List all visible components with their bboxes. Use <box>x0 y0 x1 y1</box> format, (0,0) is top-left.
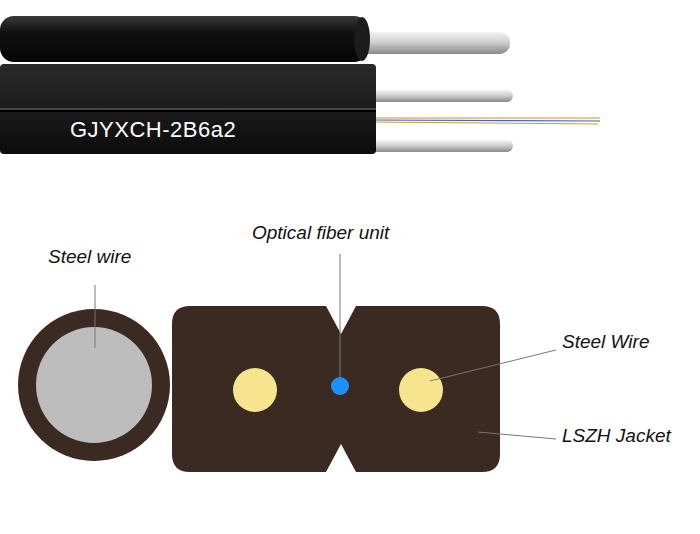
leader-line <box>430 350 556 381</box>
leader-line <box>478 432 556 439</box>
messenger-jacket <box>18 309 170 461</box>
fibre <box>372 117 600 118</box>
part-label: Steel Wire <box>562 331 649 354</box>
body-wire <box>365 140 513 152</box>
body-wire <box>365 90 513 102</box>
messenger-sheath <box>0 16 368 62</box>
steel-wire <box>399 368 443 412</box>
body-groove <box>0 110 376 112</box>
cable-body <box>0 64 376 154</box>
body-groove <box>0 108 376 110</box>
cable-marking: GJYXCH-2B6a2 <box>70 117 236 143</box>
leader-line <box>340 254 341 377</box>
part-label: LSZH Jacket <box>562 425 671 448</box>
leader-line <box>95 285 96 348</box>
sheath-end <box>354 17 370 61</box>
messenger-wire <box>355 32 510 54</box>
part-label: Steel wire <box>48 246 131 269</box>
lszh-jacket <box>172 306 500 472</box>
fiber-unit <box>331 377 349 395</box>
steel-wire <box>233 368 277 412</box>
fibre <box>372 122 598 124</box>
steel-wire-core <box>36 327 152 443</box>
part-label: Optical fiber unit <box>252 222 389 245</box>
fibre <box>372 120 600 121</box>
